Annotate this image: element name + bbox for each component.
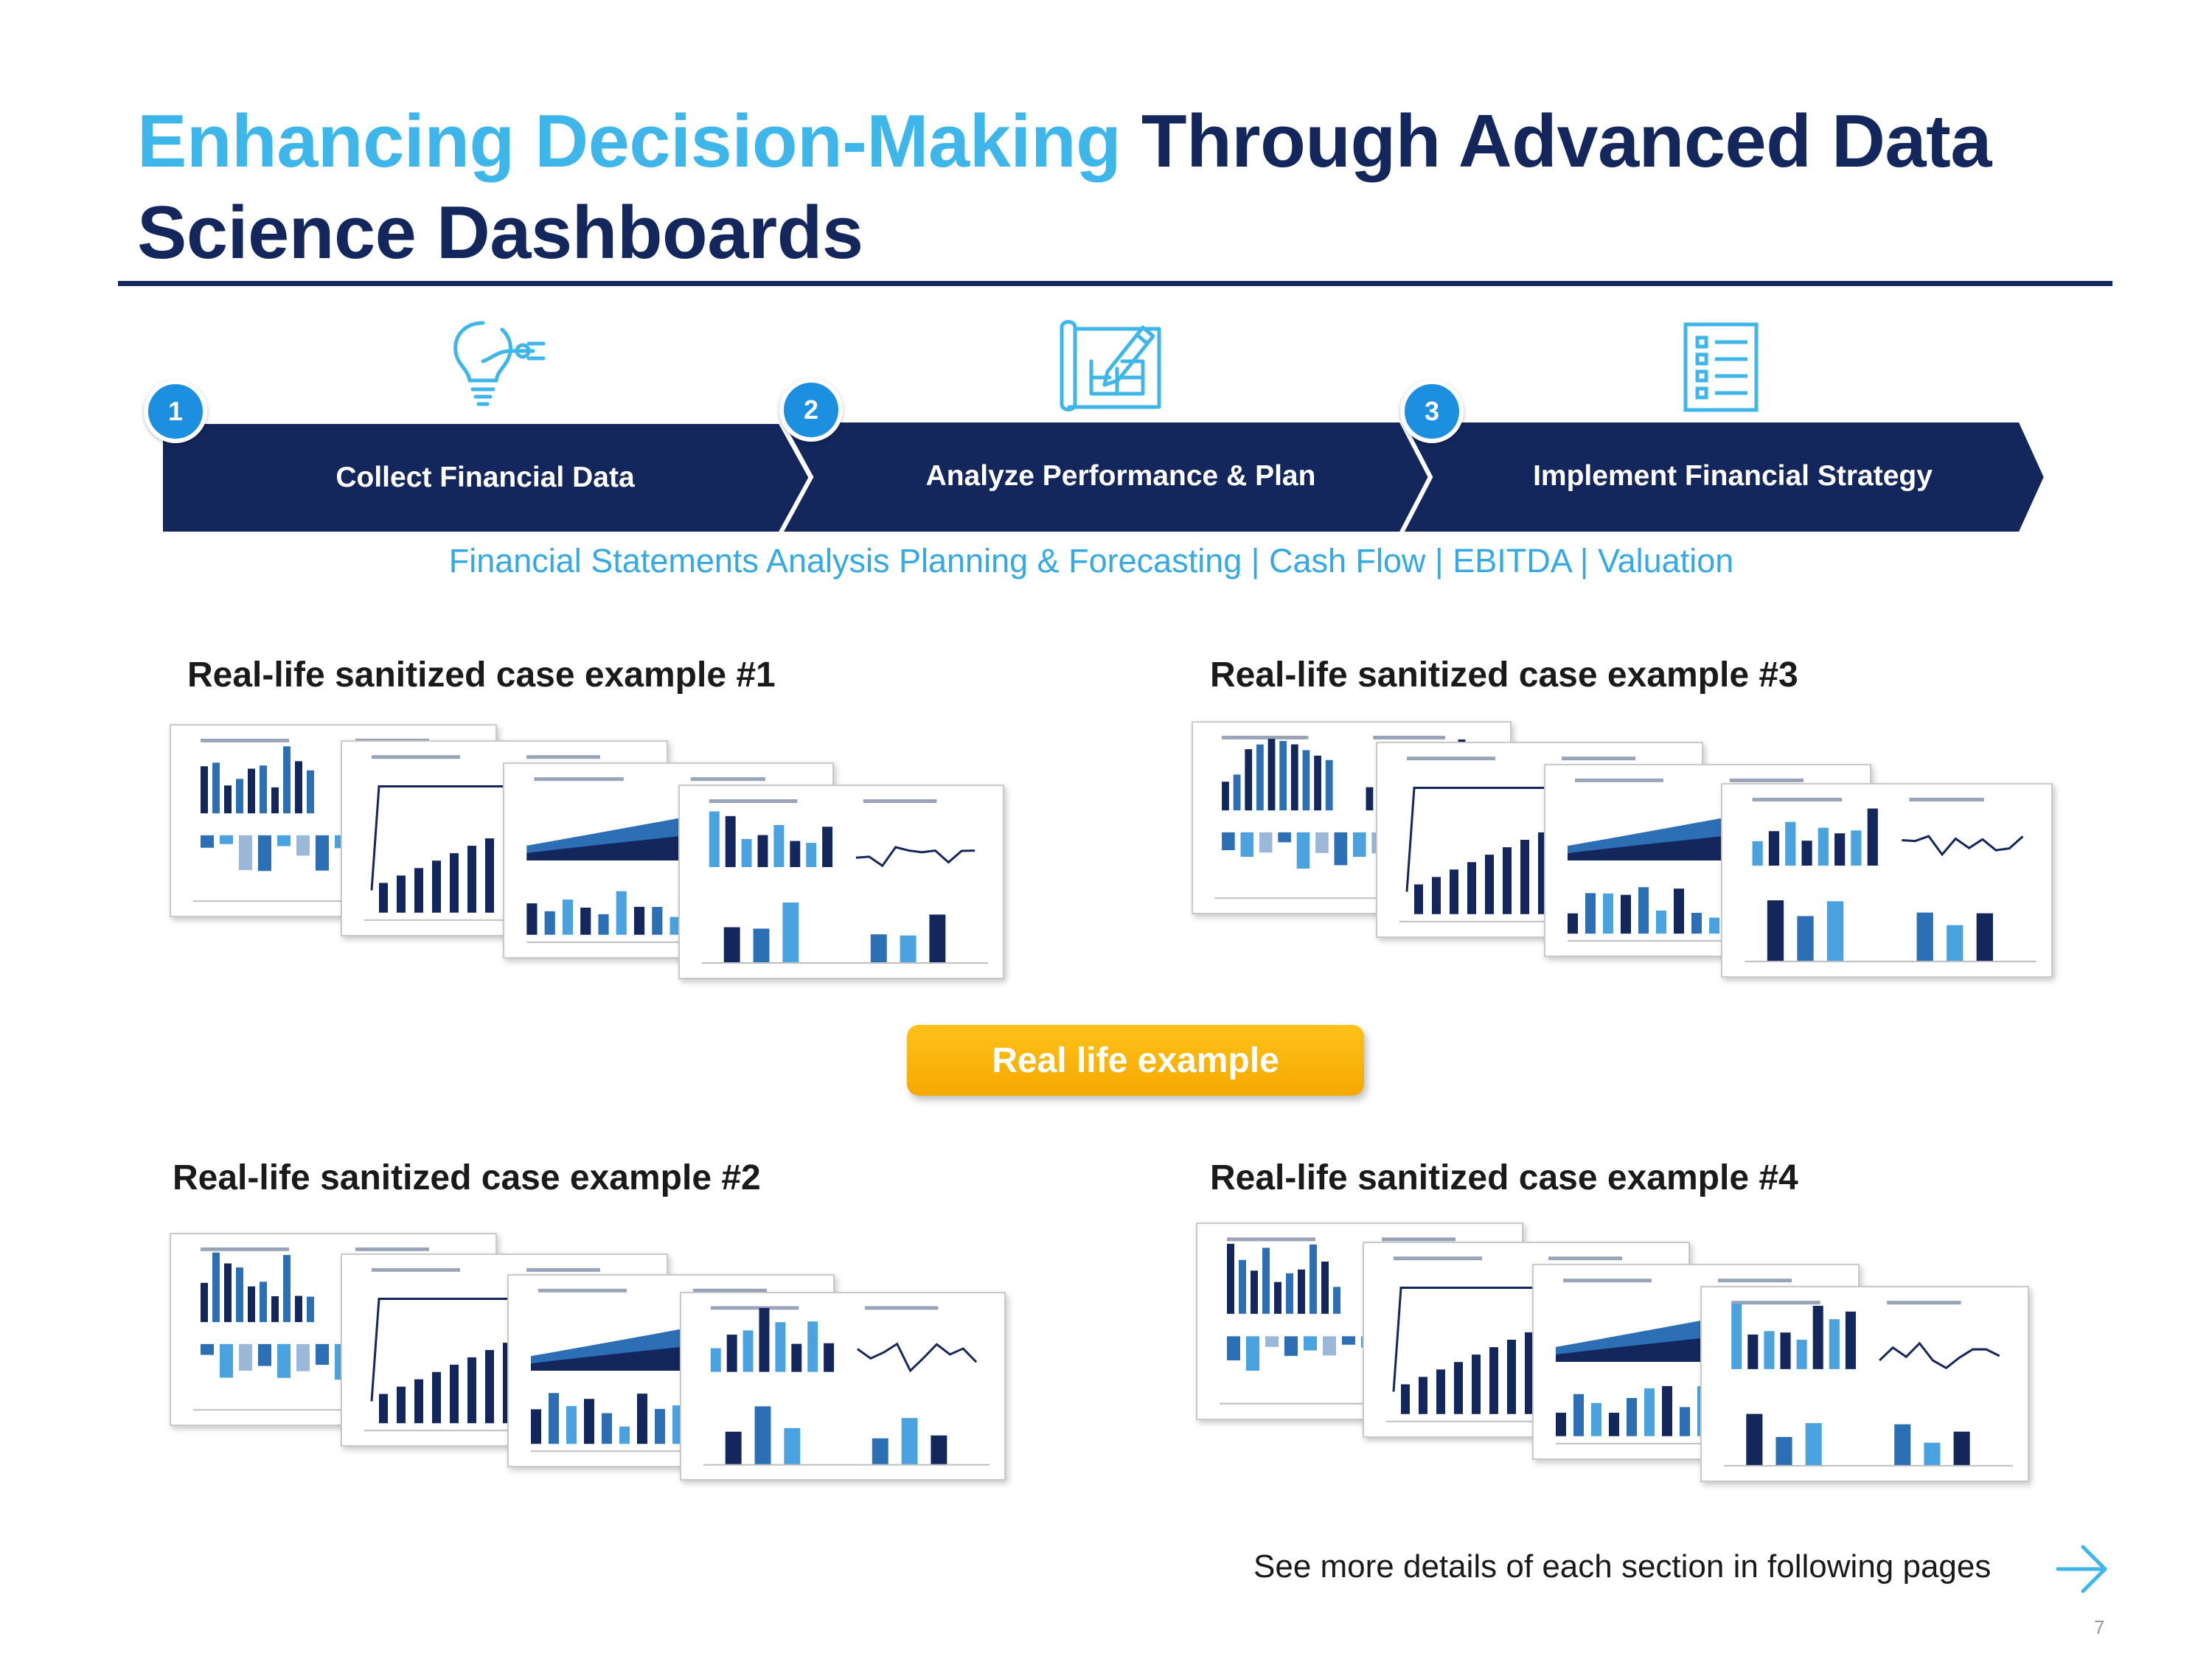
title-accent: Enhancing Decision-Making	[137, 100, 1121, 183]
more-details-link[interactable]: See more details of each section in foll…	[1253, 1548, 1992, 1585]
thumbnail-graphic	[1745, 798, 2037, 962]
real-life-example-button[interactable]: Real life example	[907, 1025, 1364, 1096]
checklist-icon	[1683, 322, 1759, 412]
case-title-3: Real-life sanitized case example #3	[1210, 655, 1798, 695]
step-badge-2: 2	[779, 378, 843, 442]
case-2-slide-d	[680, 1292, 1006, 1481]
step-badge-3: 3	[1400, 380, 1464, 443]
thumbnail-graphic	[1724, 1301, 2013, 1467]
case-title-2: Real-life sanitized case example #2	[173, 1158, 761, 1197]
case-4-slide-d	[1700, 1286, 2029, 1482]
case-1-slide-d	[678, 785, 1004, 979]
case-title-4: Real-life sanitized case example #4	[1210, 1158, 1798, 1197]
services-subline: Financial Statements Analysis Planning &…	[448, 542, 1734, 580]
title-divider	[118, 281, 2112, 286]
title-rest: Through Advanced Data Science Dashboards	[137, 100, 1992, 274]
step-label-1: Collect Financial Data	[335, 462, 635, 493]
chevron-step-3	[1397, 418, 2049, 536]
page-title: Enhancing Decision-Making Through Advanc…	[137, 96, 2091, 279]
step-badge-1: 1	[144, 380, 207, 443]
case-title-1: Real-life sanitized case example #1	[187, 655, 776, 695]
arrow-right-icon[interactable]	[2053, 1540, 2112, 1599]
case-3-slide-d	[1721, 783, 2053, 978]
process-chevrons	[159, 418, 2049, 536]
thumbnail-graphic	[701, 799, 989, 964]
step-label-3: Implement Financial Strategy	[1533, 460, 1933, 492]
lightbulb-icon	[453, 321, 546, 406]
thumbnail-graphic	[703, 1306, 990, 1466]
page-number: 7	[2094, 1616, 2105, 1638]
step-label-2: Analyze Performance & Plan	[925, 460, 1316, 492]
blueprint-pencil-icon	[1060, 320, 1161, 411]
